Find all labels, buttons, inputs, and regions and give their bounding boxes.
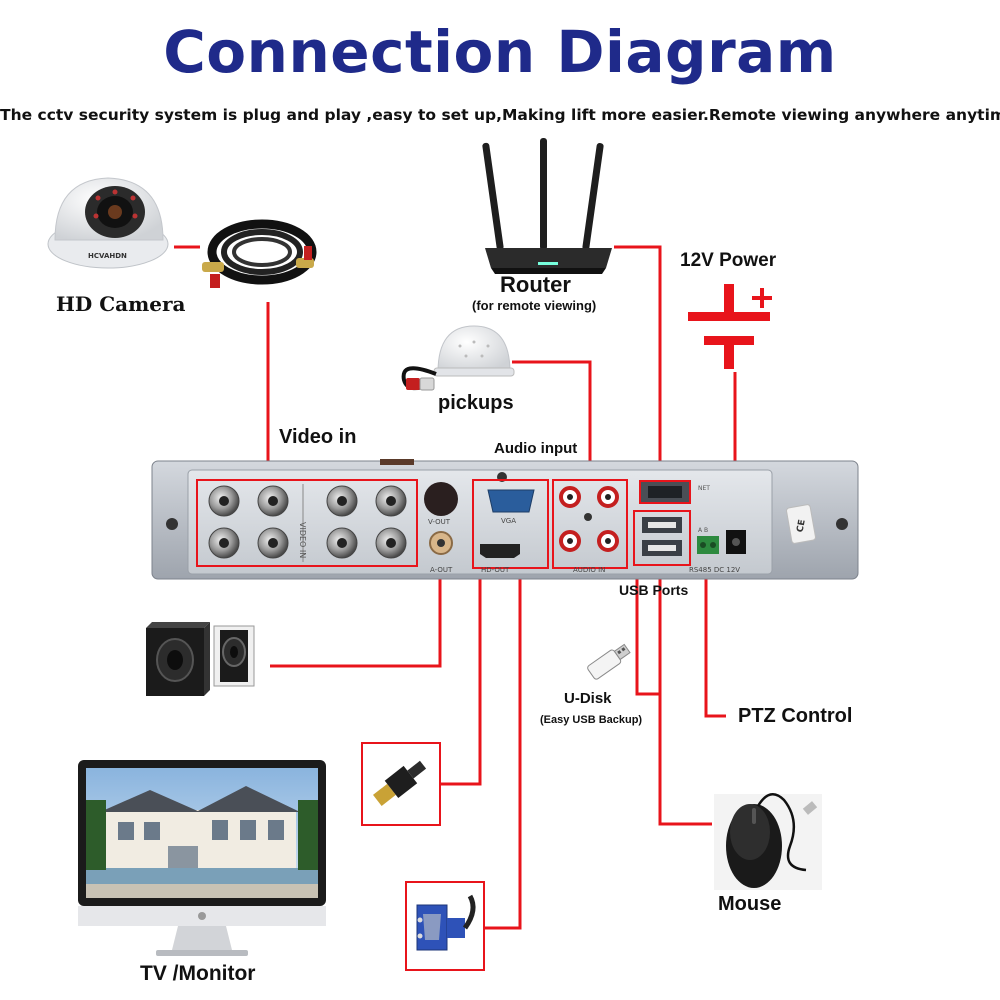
hd-out-label: HD-OUT — [481, 566, 510, 574]
usb-highlight — [633, 510, 691, 566]
pickups-label: pickups — [438, 392, 514, 414]
net-label: NET — [698, 485, 710, 492]
udisk-label: U-Disk — [564, 690, 612, 707]
tv-monitor-icon — [78, 760, 326, 956]
hd-camera-label: HD Camera — [56, 292, 186, 316]
usb-disk-icon — [587, 643, 631, 680]
router-note-label: (for remote viewing) — [472, 298, 597, 313]
hdmi-cable-icon — [373, 760, 427, 806]
speakers-icon — [146, 622, 255, 696]
video-in-label: Video in — [279, 426, 357, 448]
video-out-highlight — [472, 479, 549, 569]
mouse-label: Mouse — [718, 893, 782, 915]
vga-port — [487, 489, 535, 513]
wire-speakers — [270, 552, 442, 668]
audio-in-highlight — [552, 479, 628, 569]
udisk-note-label: (Easy USB Backup) — [540, 714, 643, 726]
wire-ptz — [704, 556, 726, 718]
usb-ports-label: USB Ports — [619, 582, 689, 598]
page-subtitle: The cctv security system is plug and pla… — [0, 106, 1000, 124]
bnc-cable-icon — [202, 219, 317, 288]
audio-input-label: Audio input — [494, 440, 578, 457]
camera-brand: HCVAHDN — [88, 252, 127, 260]
a-out-label: A-OUT — [430, 566, 453, 574]
router-label: Router — [500, 272, 571, 297]
pickup-microphone-icon — [401, 325, 515, 391]
v-out-label: V-OUT — [428, 518, 451, 526]
router-icon — [482, 138, 612, 274]
wire-hdmi — [440, 550, 482, 786]
video-in-highlight — [196, 479, 418, 567]
wires — [174, 245, 737, 930]
ptz-control-label: PTZ Control — [738, 705, 853, 727]
hd-camera-icon: HCVAHDN — [47, 177, 169, 269]
ab-label: A B — [698, 527, 708, 534]
ce-mark: CE — [796, 519, 808, 533]
mouse-icon — [714, 793, 822, 890]
bnc-ports — [208, 485, 407, 559]
rs485-terminal — [697, 536, 719, 554]
wire-mouse — [658, 564, 712, 826]
power-label: 12V Power — [680, 250, 777, 271]
wire-pickups — [512, 360, 592, 478]
audio-in-panel-label: AUDIO IN — [573, 566, 605, 574]
rs485-label: RS485 DC 12V — [689, 566, 740, 574]
v-out-port — [424, 482, 458, 516]
dvr-rear-panel: VIDEO IN V-OUT A-OUT VGA HD-OUT — [151, 459, 859, 580]
power-symbol-icon — [688, 284, 772, 369]
hdmi-port — [480, 544, 520, 558]
wire-router-net — [614, 245, 662, 486]
video-in-panel-label: VIDEO IN — [298, 522, 307, 558]
vga-label: VGA — [501, 517, 516, 525]
wire-udisk-a — [635, 568, 660, 696]
tv-monitor-label: TV /Monitor — [140, 962, 256, 985]
vga-cable-icon — [416, 894, 476, 951]
wire-vga — [484, 540, 522, 930]
page-title: Connection Diagram — [163, 18, 837, 86]
